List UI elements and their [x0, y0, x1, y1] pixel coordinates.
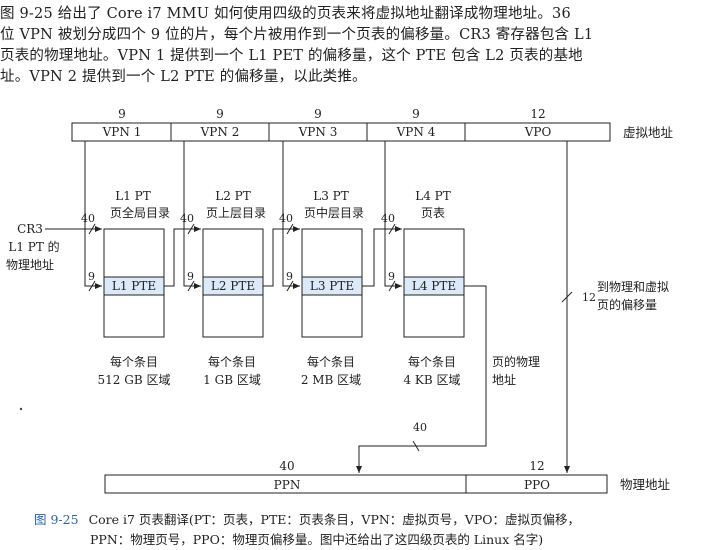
cr3-sub1: L1 PT 的: [8, 239, 59, 254]
vpn-offset-arrows: [84, 141, 402, 292]
cr3-label: CR3: [17, 222, 43, 236]
l1-page-table: L1 PT 页全局目录 L1 PTE 每个条目 512 GB 区域: [98, 189, 171, 387]
l2-base-bits: 40: [180, 212, 194, 225]
vpn3-bits: 9: [314, 107, 322, 121]
l4-pt-desc: 页表: [421, 206, 445, 220]
l3-base-bits: 40: [279, 212, 293, 225]
paragraph-line-1: 图 9-25 给出了 Core i7 MMU 如何使用四级的页表来将虚拟地址翻译…: [0, 6, 571, 22]
page-phys-label-1: 页的物理: [492, 354, 540, 369]
vpn4-bits: 9: [412, 107, 420, 121]
l2-pt-desc: 页上层目录: [206, 206, 266, 220]
vpn4-field: VPN 4: [396, 125, 436, 139]
caption-line-2: PPN：物理页号，PPO：物理页偏移量。图中还给出了这四级页表的 Linux 名…: [90, 532, 544, 547]
vpn3-field: VPN 3: [298, 125, 338, 139]
l2-pte: L2 PTE: [211, 279, 255, 293]
l4-region-1: 每个条目: [408, 354, 456, 369]
cr3-sub2: 物理地址: [6, 258, 54, 272]
ppn-path-bits: 40: [413, 421, 427, 434]
stray-dot: [19, 407, 23, 411]
paragraph-line-4: 址。VPN 2 提供到一个 L2 PTE 的偏移量，以此类推。: [0, 69, 367, 85]
l2-offset-bits: 9: [187, 270, 194, 283]
intro-paragraph: 图 9-25 给出了 Core i7 MMU 如何使用四级的页表来将虚拟地址翻译…: [0, 4, 700, 88]
l3-page-table: L3 PT 页中层目录 L3 PTE 每个条目 2 MB 区域: [301, 189, 364, 387]
l1-pt-name: L1 PT: [115, 189, 151, 203]
l3-region-1: 每个条目: [307, 354, 355, 369]
pte-base-arrows: [164, 223, 402, 287]
vpn2-bits: 9: [216, 107, 224, 121]
l1-region-2: 512 GB 区域: [98, 373, 171, 387]
l2-region-1: 每个条目: [208, 354, 256, 369]
vpo-field: VPO: [524, 125, 552, 139]
l4-pte: L4 PTE: [412, 279, 456, 293]
vpo-bits: 12: [530, 107, 545, 121]
ppn-path: [356, 285, 487, 473]
l3-pt-name: L3 PT: [313, 189, 349, 203]
vpn2-field: VPN 2: [200, 125, 240, 139]
l3-pte: L3 PTE: [310, 279, 354, 293]
caption-line-1: Core i7 页表翻译(PT：页表，PTE：页表条目，VPN：虚拟页号，VPO…: [88, 512, 580, 527]
l4-pt-name: L4 PT: [415, 189, 451, 203]
physical-address-label: 物理地址: [620, 477, 671, 492]
l4-page-table: L4 PT 页表 L4 PTE 每个条目 4 KB 区域: [403, 189, 465, 387]
vpo-path-label-2: 页的偏移量: [597, 297, 657, 312]
vpo-path-bits: 12: [582, 291, 596, 304]
virtual-address-label: 虚拟地址: [623, 125, 674, 140]
l1-pt-desc: 页全局目录: [110, 205, 170, 220]
l1-region-1: 每个条目: [110, 354, 158, 369]
vpn1-field: VPN 1: [102, 125, 142, 139]
caption-number: 图 9-25: [34, 512, 79, 527]
ppn-field: PPN: [274, 478, 301, 492]
l2-region-2: 1 GB 区域: [203, 373, 261, 387]
l4-base-bits: 40: [381, 212, 395, 225]
vpo-path: [561, 141, 573, 473]
l4-offset-bits: 9: [388, 270, 395, 283]
l2-page-table: L2 PT 页上层目录 L2 PTE 每个条目 1 GB 区域: [202, 189, 266, 387]
l3-region-2: 2 MB 区域: [301, 373, 361, 387]
virtual-address-register: 9 9 9 9 12 VPN 1 VPN 2 VPN 3 VPN 4 VPO 虚…: [71, 107, 674, 142]
ppo-field: PPO: [524, 478, 550, 492]
l4-region-2: 4 KB 区域: [403, 373, 460, 387]
paragraph-line-3: 页表的物理地址。VPN 1 提供到一个 L1 PET 的偏移量，这个 PTE 包…: [0, 48, 583, 64]
l3-pt-desc: 页中层目录: [304, 205, 364, 220]
physical-address-register: 40 12 PPN PPO 物理地址: [104, 459, 671, 494]
l3-offset-bits: 9: [286, 270, 293, 283]
ppn-bits: 40: [279, 459, 294, 473]
cr3-bits: 40: [81, 212, 95, 225]
page-phys-label-2: 地址: [492, 373, 516, 387]
l2-pt-name: L2 PT: [215, 189, 251, 203]
ppo-bits: 12: [529, 459, 544, 473]
cr3-register: CR3 L1 PT 的 物理地址 40: [6, 212, 102, 272]
vpo-path-label-1: 到物理和虚拟: [597, 280, 669, 294]
paragraph-line-2: 位 VPN 被划分成四个 9 位的片，每个片被用作到一个页表的偏移量。CR3 寄…: [0, 27, 594, 43]
l1-offset-bits: 9: [88, 270, 95, 283]
l1-pte: L1 PTE: [112, 279, 156, 293]
figure-caption: 图 9-25 Core i7 页表翻译(PT：页表，PTE：页表条目，VPN：虚拟…: [34, 510, 704, 550]
vpn1-bits: 9: [118, 107, 126, 121]
